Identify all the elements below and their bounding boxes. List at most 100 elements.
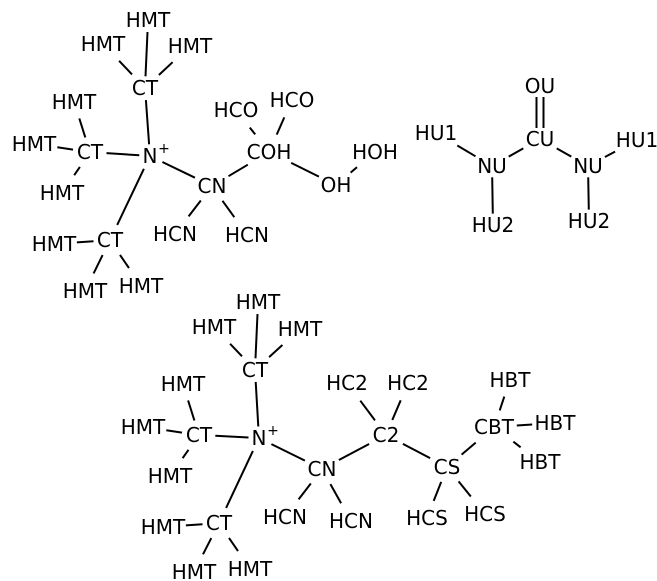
atom-label-tetramethylammonium-butyl-hcn1: HCN: [263, 505, 307, 529]
bonds-layer: [57, 31, 616, 555]
bond-tetramethylammonium-butyl-cs-cbt: [460, 441, 477, 456]
atom-label-tetramethylammonium-cyanomethyl-hl3: HMT: [40, 181, 85, 205]
atom-label-tetramethylammonium-butyl-cbt: CBT: [474, 415, 515, 439]
atom-label-tetramethylammonium-butyl-hl1: HMT: [161, 372, 206, 396]
atom-label-tetramethylammonium-cyanomethyl-hco2: HCO: [270, 88, 315, 112]
bond-urea-nu2-hu1b: [604, 150, 616, 158]
atom-label-tetramethylammonium-cyanomethyl-hb3: HMT: [119, 274, 164, 298]
bond-tetramethylammonium-cyanomethyl-ct_top-ht1: [144, 31, 149, 77]
atom-label-urea-hu2a: HU2: [472, 213, 514, 237]
atom-label-tetramethylammonium-butyl-ct_left: CT: [186, 423, 213, 447]
atom-label-tetramethylammonium-cyanomethyl-hb2: HMT: [63, 279, 108, 303]
atom-label-urea-nu1: NU: [477, 154, 507, 178]
bond-tetramethylammonium-butyl-ct_bot-hb1: [185, 523, 203, 527]
bond-tetramethylammonium-butyl-cs-hcs2: [457, 480, 472, 498]
atom-label-tetramethylammonium-butyl-cn: CN: [308, 457, 337, 481]
atom-label-tetramethylammonium-butyl-hcs1: HCS: [406, 506, 448, 530]
atom-label-urea-cu: CU: [526, 127, 555, 151]
atom-label-urea-hu2b: HU2: [568, 209, 610, 233]
bond-tetramethylammonium-cyanomethyl-coh-hco2: [275, 116, 286, 136]
bond-tetramethylammonium-butyl-cn-hcn1: [297, 482, 312, 501]
atom-label-tetramethylammonium-cyanomethyl-hcn2: HCN: [225, 223, 269, 247]
charge-tetramethylammonium-butyl-n1: +: [267, 423, 279, 439]
bond-tetramethylammonium-cyanomethyl-cn-coh: [227, 163, 249, 178]
bond-tetramethylammonium-butyl-cbt-hbt2: [516, 423, 533, 427]
atom-label-tetramethylammonium-cyanomethyl-cn: CN: [198, 174, 227, 198]
bond-tetramethylammonium-butyl-cs-hcs1: [432, 481, 443, 502]
bond-tetramethylammonium-butyl-ct_left-hl3: [181, 449, 190, 459]
atom-label-tetramethylammonium-cyanomethyl-hcn1: HCN: [153, 222, 197, 246]
atom-label-tetramethylammonium-butyl-ht2: HMT: [192, 315, 237, 339]
atom-label-tetramethylammonium-cyanomethyl-hl1: HMT: [52, 90, 97, 114]
bond-tetramethylammonium-cyanomethyl-ct_left-hl2: [57, 146, 74, 151]
bond-urea-cu-nu2: [556, 147, 572, 158]
bond-tetramethylammonium-cyanomethyl-cn-hcn2: [221, 200, 236, 218]
bond-tetramethylammonium-butyl-n1-ct_bot: [225, 450, 254, 509]
atom-label-tetramethylammonium-cyanomethyl-n1: N: [143, 144, 158, 168]
atom-label-tetramethylammonium-cyanomethyl-hoh: HOH: [352, 140, 398, 164]
atom-label-tetramethylammonium-cyanomethyl-ht2: HMT: [81, 32, 126, 56]
bond-tetramethylammonium-cyanomethyl-ct_bot-hb2: [92, 254, 104, 274]
bond-tetramethylammonium-butyl-n1-cn: [270, 443, 306, 462]
bond-tetramethylammonium-cyanomethyl-n1-cn: [161, 161, 196, 179]
bond-tetramethylammonium-cyanomethyl-ct_left-hl3: [73, 166, 81, 176]
atom-label-tetramethylammonium-butyl-hbt3: HBT: [520, 450, 562, 474]
charge-tetramethylammonium-cyanomethyl-n1: +: [158, 141, 170, 157]
bond-tetramethylammonium-cyanomethyl-ct_top-ht3: [158, 61, 174, 76]
atom-label-tetramethylammonium-cyanomethyl-ht3: HMT: [168, 34, 213, 58]
atom-label-tetramethylammonium-butyl-ht1: HMT: [236, 290, 281, 314]
atom-label-tetramethylammonium-butyl-hc2b: HC2: [387, 371, 429, 395]
bond-tetramethylammonium-cyanomethyl-ct_bot-hb1: [76, 240, 94, 244]
atom-label-tetramethylammonium-butyl-hcs2: HCS: [464, 502, 506, 526]
atom-label-tetramethylammonium-butyl-hl2: HMT: [121, 415, 166, 439]
atom-label-tetramethylammonium-butyl-hl3: HMT: [148, 464, 193, 488]
atom-label-urea-hu1a: HU1: [415, 121, 457, 145]
bond-tetramethylammonium-butyl-ct_left-hl2: [166, 429, 183, 434]
atom-label-tetramethylammonium-butyl-hcn2: HCN: [329, 509, 373, 533]
atom-label-tetramethylammonium-cyanomethyl-coh: COH: [247, 140, 292, 164]
atom-label-urea-hu1b: HU1: [616, 128, 657, 152]
atom-label-urea-nu2: NU: [573, 154, 603, 178]
bond-tetramethylammonium-cyanomethyl-coh-oh: [290, 162, 320, 178]
bond-urea-nu1-hu2a: [491, 177, 494, 214]
atom-label-tetramethylammonium-butyl-cs: CS: [434, 455, 461, 479]
atom-label-tetramethylammonium-butyl-c2: C2: [373, 423, 400, 447]
bond-urea-nu1-hu1a: [456, 144, 477, 158]
atom-label-tetramethylammonium-cyanomethyl-hco1: HCO: [214, 98, 259, 122]
bond-tetramethylammonium-cyanomethyl-ct_left-hl1: [78, 118, 87, 138]
bond-tetramethylammonium-butyl-ct_top-ht2: [229, 343, 243, 357]
bond-tetramethylammonium-butyl-c2-hc2b: [391, 399, 402, 421]
bond-tetramethylammonium-butyl-ct_bot-hb2: [202, 537, 213, 555]
atom-label-tetramethylammonium-butyl-ct_top: CT: [242, 358, 269, 382]
bond-tetramethylammonium-butyl-c2-cs: [402, 443, 431, 459]
atom-label-tetramethylammonium-cyanomethyl-hl2: HMT: [12, 132, 57, 156]
bond-tetramethylammonium-butyl-ct_bot-hb3: [228, 537, 239, 552]
bond-urea-cu-nu1: [508, 147, 524, 158]
bond-tetramethylammonium-butyl-cbt-hbt1: [498, 396, 506, 411]
bond-tetramethylammonium-butyl-cbt-hbt3: [512, 440, 522, 449]
bond-tetramethylammonium-butyl-ct_top-ht1: [254, 313, 259, 359]
atom-label-tetramethylammonium-cyanomethyl-oh: OH: [321, 173, 352, 197]
bond-tetramethylammonium-cyanomethyl-n1-ct_top: [144, 100, 151, 145]
atom-label-tetramethylammonium-butyl-ht3: HMT: [278, 317, 323, 341]
bond-tetramethylammonium-butyl-cn-hcn2: [329, 483, 342, 504]
atom-label-tetramethylammonium-cyanomethyl-hb1: HMT: [32, 232, 77, 256]
bond-urea-nu2-hu2b: [587, 177, 590, 210]
atom-label-tetramethylammonium-butyl-hbt1: HBT: [490, 368, 532, 392]
atom-label-tetramethylammonium-butyl-hb1: HMT: [141, 515, 186, 539]
atom-label-tetramethylammonium-butyl-ct_bot: CT: [206, 511, 233, 535]
bond-tetramethylammonium-butyl-cn-c2: [338, 443, 370, 461]
atom-label-tetramethylammonium-butyl-hbt2: HBT: [535, 411, 577, 435]
bond-tetramethylammonium-cyanomethyl-ct_top-ht2: [118, 60, 133, 76]
bond-tetramethylammonium-cyanomethyl-n1-ct_bot: [116, 168, 145, 226]
bond-tetramethylammonium-cyanomethyl-ct_bot-hb3: [119, 254, 130, 269]
bond-tetramethylammonium-butyl-n1-ct_left: [215, 434, 249, 439]
atom-label-urea-ou: OU: [525, 74, 555, 98]
bond-tetramethylammonium-cyanomethyl-cn-hcn1: [187, 199, 202, 218]
atom-label-tetramethylammonium-cyanomethyl-ht1: HMT: [126, 8, 171, 32]
bond-tetramethylammonium-cyanomethyl-oh-hoh: [349, 166, 358, 174]
bond-tetramethylammonium-butyl-ct_top-ht3: [268, 344, 284, 358]
atom-label-tetramethylammonium-butyl-hc2a: HC2: [326, 371, 368, 395]
